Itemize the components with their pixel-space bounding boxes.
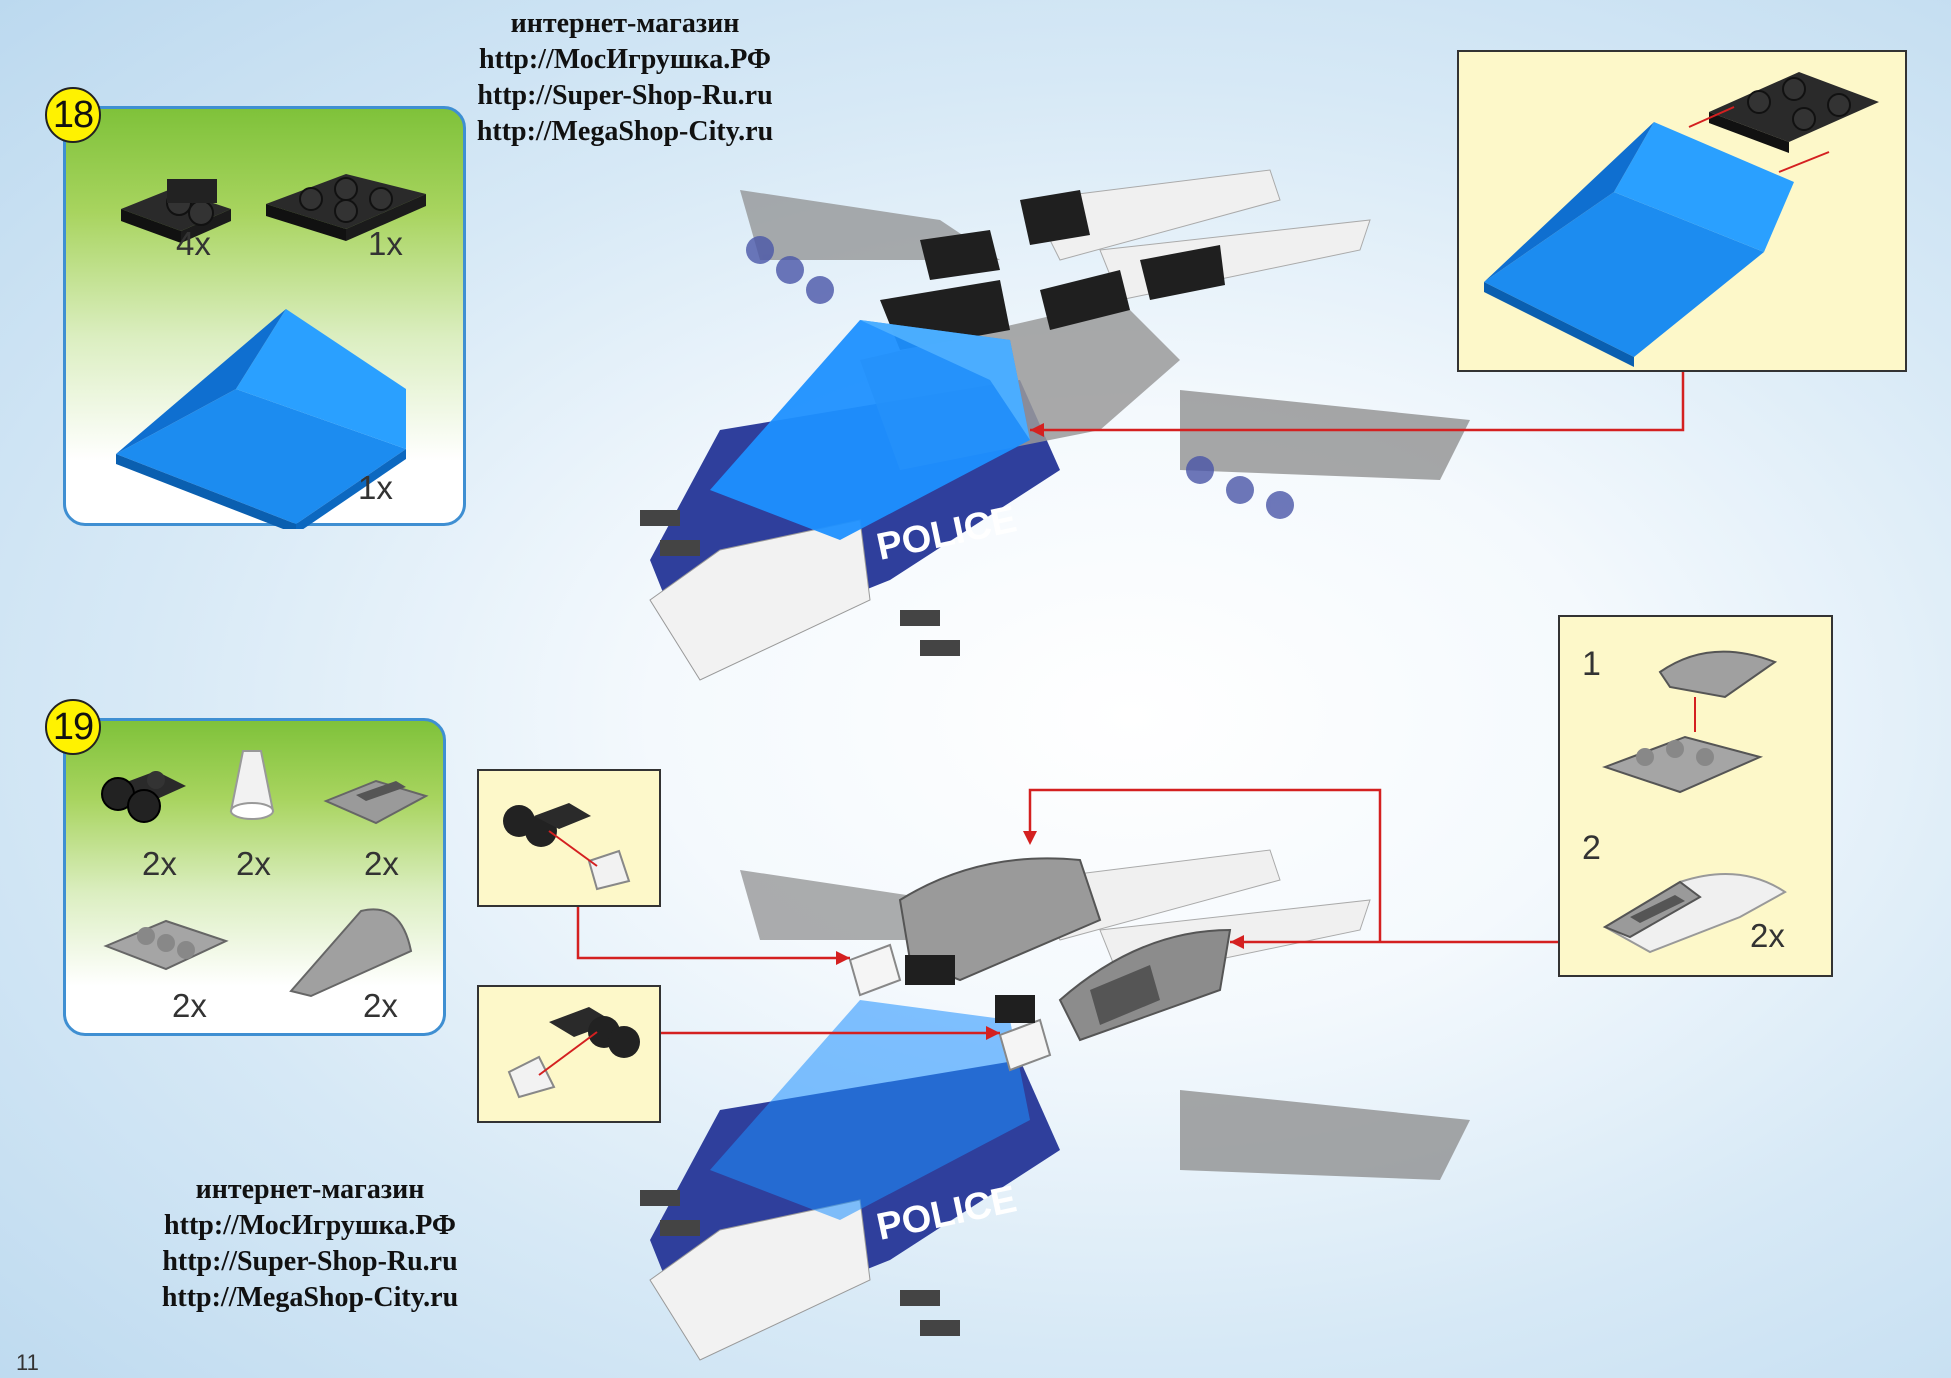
police-jet-model-step18 [640, 169, 1470, 681]
watermark-top: интернет-магазин http://МосИгрушка.РФ ht… [470, 6, 780, 150]
part-quantity: 2x [1750, 917, 1785, 954]
windscreen-callout-illustration [1484, 72, 1879, 367]
watermark-link[interactable]: http://MegaShop-City.ru [476, 116, 774, 147]
watermark-link[interactable]: http://Super-Shop-Ru.ru [477, 80, 773, 111]
step19-parts-panel: 19 2x 2x 2x 2x 2x [45, 699, 446, 1036]
part-quantity: 4x [176, 225, 211, 262]
step-number-badge: 18 [45, 87, 101, 143]
watermark-bottom: интернет-магазин http://МосИгрушка.РФ ht… [140, 1172, 480, 1316]
bracket-plate-part [121, 179, 231, 243]
curved-slope-part [289, 908, 413, 998]
police-label: POLICE [873, 1178, 1020, 1248]
wheel-holder-part [101, 771, 186, 823]
windscreen-callout [1457, 50, 1907, 372]
windscreen-part [116, 309, 406, 529]
cone-callout-lower [477, 985, 661, 1123]
watermark-line: интернет-магазин [510, 8, 740, 39]
page-number: 11 [16, 1350, 39, 1375]
part-quantity: 2x [142, 845, 177, 882]
cone-assembly-illustration [503, 803, 631, 891]
step18-parts-panel: 18 4x 1x 1x [45, 87, 466, 529]
watermark-link[interactable]: http://Super-Shop-Ru.ru [162, 1246, 458, 1277]
part-quantity: 2x [236, 845, 271, 882]
step18-parts-illustration [116, 174, 426, 529]
step-number-badge: 19 [45, 699, 101, 755]
part-quantity: 2x [172, 987, 207, 1024]
part-quantity: 1x [358, 469, 393, 506]
substep-number: 2 [1582, 829, 1601, 867]
white-cone-part [229, 750, 275, 820]
police-jet-model-step19 [640, 849, 1470, 1361]
part-quantity: 2x [364, 845, 399, 882]
part-quantity: 2x [363, 987, 398, 1024]
watermark-line: интернет-магазин [195, 1174, 425, 1205]
wheel-holder-plate-part [266, 174, 426, 241]
cone-callout-upper [477, 769, 661, 907]
part-quantity: 1x [368, 225, 403, 262]
slope-assembly-callout: 1 2 2x [1558, 615, 1833, 977]
substep-number: 1 [1582, 645, 1601, 683]
step19-parts-illustration [101, 750, 429, 998]
police-label: POLICE [873, 498, 1020, 568]
guide-arrows [576, 372, 1685, 1035]
cone-assembly-illustration [507, 1007, 640, 1099]
watermark-link[interactable]: http://МосИгрушка.РФ [164, 1210, 456, 1241]
slope-assembly-illustration [1602, 650, 1787, 954]
grey-plate-part [103, 919, 229, 971]
watermark-link[interactable]: http://MegaShop-City.ru [161, 1282, 459, 1313]
watermark-link[interactable]: http://МосИгрушка.РФ [479, 44, 771, 75]
grille-slope-part [323, 779, 429, 825]
